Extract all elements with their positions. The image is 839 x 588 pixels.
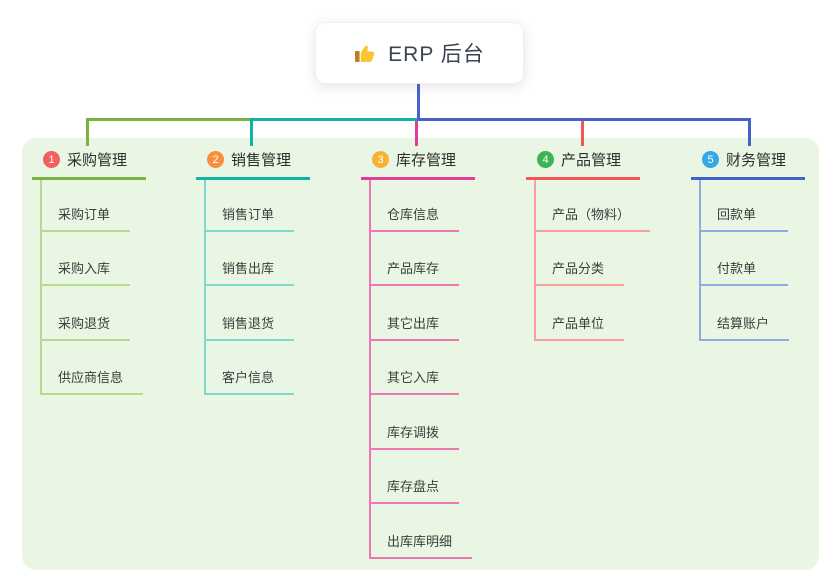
branch-header-3[interactable]: 3 库存管理 bbox=[361, 146, 475, 180]
node-item-label: 销售退货 bbox=[222, 315, 275, 331]
node-item-label: 销售出库 bbox=[222, 261, 275, 276]
mindmap-panel bbox=[22, 138, 819, 570]
branch-label-1: 采购管理 bbox=[67, 152, 128, 169]
branch-2-children: 销售订单销售出库销售退货客户信息 bbox=[204, 177, 295, 395]
branch-3: 3 库存管理仓库信息产品库存其它出库其它入库库存调拨库存盘点出库库明细 bbox=[361, 146, 475, 559]
connector-drop-branch-1 bbox=[85, 118, 89, 146]
root-title: ERP 后台 bbox=[388, 43, 485, 66]
branch-badge-4: 4 bbox=[537, 151, 554, 168]
node-item-label: 供应商信息 bbox=[58, 370, 124, 385]
node-item[interactable]: 仓库信息 bbox=[371, 177, 460, 232]
branch-header-1[interactable]: 1 采购管理 bbox=[32, 146, 146, 180]
node-item[interactable]: 销售出库 bbox=[206, 232, 295, 286]
node-item[interactable]: 产品（物料） bbox=[536, 177, 651, 232]
branch-2: 2 销售管理销售订单销售出库销售退货客户信息 bbox=[196, 146, 310, 395]
node-item[interactable]: 产品库存 bbox=[371, 232, 460, 286]
node-item-label: 产品（物料） bbox=[552, 206, 631, 222]
node-item-label: 结算账户 bbox=[717, 315, 770, 331]
branch-label-4: 产品管理 bbox=[561, 152, 622, 169]
branch-header-5[interactable]: 5 财务管理 bbox=[691, 146, 805, 180]
branch-4: 4 产品管理产品（物料） 产品分类产品单位 bbox=[526, 146, 651, 341]
branch-badge-5: 5 bbox=[702, 151, 719, 168]
branch-label-3: 库存管理 bbox=[396, 152, 457, 169]
node-item-label: 产品单位 bbox=[552, 315, 605, 331]
node-item[interactable]: 库存盘点 bbox=[371, 450, 460, 504]
node-item[interactable]: 采购退货 bbox=[42, 286, 131, 341]
branch-header-4[interactable]: 4 产品管理 bbox=[526, 146, 640, 180]
branch-1-children: 采购订单采购入库采购退货供应商信息 bbox=[40, 177, 144, 395]
branch-label-5: 财务管理 bbox=[726, 152, 787, 169]
node-item[interactable]: 出库库明细 bbox=[371, 504, 473, 559]
node-item-label: 付款单 bbox=[717, 261, 757, 276]
node-item-label: 客户信息 bbox=[222, 370, 275, 385]
node-item-label: 库存盘点 bbox=[387, 479, 440, 494]
connector-root-vertical bbox=[416, 84, 420, 121]
node-item-label: 出库库明细 bbox=[387, 533, 453, 549]
node-item[interactable]: 供应商信息 bbox=[42, 341, 144, 395]
connector-drop-branch-3 bbox=[414, 118, 418, 146]
branch-badge-2: 2 bbox=[207, 151, 224, 168]
node-item[interactable]: 采购入库 bbox=[42, 232, 131, 286]
node-item[interactable]: 库存调拨 bbox=[371, 395, 460, 450]
branch-5: 5 财务管理回款单付款单结算账户 bbox=[691, 146, 805, 341]
node-item[interactable]: 采购订单 bbox=[42, 177, 131, 232]
node-item[interactable]: 销售退货 bbox=[206, 286, 295, 341]
node-item[interactable]: 付款单 bbox=[701, 232, 788, 286]
branch-5-children: 回款单付款单结算账户 bbox=[699, 177, 790, 341]
connector-horizontal-right-blue bbox=[416, 118, 751, 121]
node-item-label: 产品库存 bbox=[387, 261, 440, 276]
node-item-label: 库存调拨 bbox=[387, 424, 440, 440]
node-item-label: 仓库信息 bbox=[387, 206, 440, 222]
node-item-label: 产品分类 bbox=[552, 261, 605, 276]
branch-badge-1: 1 bbox=[43, 151, 60, 168]
node-item-label: 其它入库 bbox=[387, 370, 440, 385]
branch-label-2: 销售管理 bbox=[231, 152, 292, 169]
node-item-label: 采购入库 bbox=[58, 261, 111, 276]
node-item[interactable]: 产品分类 bbox=[536, 232, 625, 286]
branch-1: 1 采购管理采购订单采购入库采购退货供应商信息 bbox=[32, 146, 146, 395]
node-item-label: 其它出库 bbox=[387, 315, 440, 331]
node-item[interactable]: 回款单 bbox=[701, 177, 788, 232]
node-item-label: 采购退货 bbox=[58, 315, 111, 331]
node-item[interactable]: 产品单位 bbox=[536, 286, 625, 341]
branch-badge-3: 3 bbox=[372, 151, 389, 168]
connector-horizontal-left-teal bbox=[249, 118, 420, 121]
branch-3-children: 仓库信息产品库存其它出库其它入库库存调拨库存盘点出库库明细 bbox=[369, 177, 473, 559]
connector-drop-branch-5 bbox=[747, 118, 751, 146]
connector-horizontal-left-green bbox=[85, 118, 253, 121]
node-item-label: 采购订单 bbox=[58, 206, 111, 222]
root-node-erp[interactable]: ERP 后台 bbox=[315, 22, 524, 84]
node-item[interactable]: 其它出库 bbox=[371, 286, 460, 341]
branch-header-2[interactable]: 2 销售管理 bbox=[196, 146, 310, 180]
node-item-label: 销售订单 bbox=[222, 206, 275, 222]
connector-drop-branch-4 bbox=[580, 118, 584, 146]
node-item[interactable]: 销售订单 bbox=[206, 177, 295, 232]
node-item-label: 回款单 bbox=[717, 206, 757, 222]
branch-4-children: 产品（物料） 产品分类产品单位 bbox=[534, 177, 651, 341]
connector-drop-branch-2 bbox=[249, 118, 253, 146]
node-item[interactable]: 结算账户 bbox=[701, 286, 790, 341]
node-item[interactable]: 客户信息 bbox=[206, 341, 295, 395]
thumbs-up-icon bbox=[354, 41, 378, 65]
node-item[interactable]: 其它入库 bbox=[371, 341, 460, 395]
